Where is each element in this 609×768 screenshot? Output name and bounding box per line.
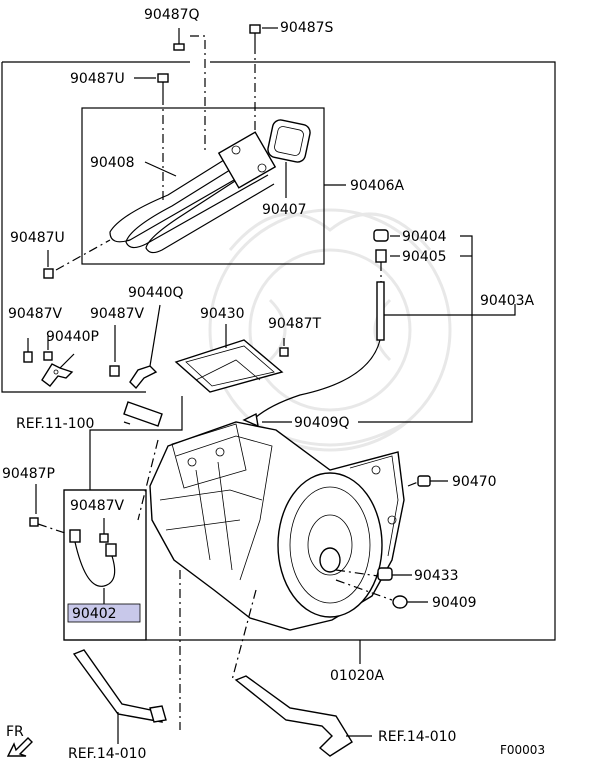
bolt-90487Q (173, 28, 206, 150)
label-ref14-left: REF.14-010 (68, 746, 146, 762)
assy-box-90406A (81, 107, 325, 265)
label-90404: 90404 (402, 229, 447, 245)
label-90440P: 90440P (46, 329, 99, 345)
label-90487S: 90487S (280, 20, 334, 36)
label-90487U-top: 90487U (70, 71, 125, 87)
label-90408: 90408 (90, 155, 135, 171)
bracket-90440P (23, 336, 75, 387)
label-90470: 90470 (452, 474, 497, 490)
left-frame (1, 61, 146, 393)
label-ref11-100: REF.11-100 (16, 416, 94, 432)
ref11-part (123, 401, 163, 427)
harness-90408 (109, 131, 277, 254)
arrow-down-left-icon (6, 737, 33, 757)
label-90440Q: 90440Q (128, 285, 184, 301)
label-90409Q: 90409Q (294, 415, 350, 431)
label-90487V-left: 90487V (8, 306, 63, 322)
seal-90433 (377, 567, 412, 581)
oring-90409 (392, 595, 428, 609)
label-90487V-mid: 90487V (90, 306, 145, 322)
label-ref14-right: REF.14-010 (378, 729, 456, 745)
dash-housing-right (231, 589, 257, 681)
label-01020A: 01020A (330, 668, 385, 684)
cable-90402 (29, 484, 117, 604)
dash-housing-left (137, 439, 159, 521)
label-90407: 90407 (262, 202, 307, 218)
dash-90470 (407, 481, 419, 487)
label-90487Q: 90487Q (144, 7, 200, 23)
label-90403A: 90403A (480, 293, 535, 309)
plug-90470 (417, 475, 448, 487)
bracket-90440Q (109, 304, 161, 390)
watermark-emblem (208, 208, 452, 452)
label-90487P: 90487P (2, 466, 55, 482)
bolt-90487S (249, 24, 278, 150)
label-90402: 90402 (72, 606, 117, 622)
label-90406A: 90406A (350, 178, 405, 194)
label-90405: 90405 (402, 249, 447, 265)
hose-right (234, 675, 372, 757)
label-fr: FR (6, 724, 24, 740)
figure-code: F00003 (500, 743, 545, 757)
ref11-bracket (89, 396, 183, 490)
label-90433: 90433 (414, 568, 459, 584)
hose-left (72, 649, 167, 744)
label-90487U-left: 90487U (10, 230, 65, 246)
label-90487T: 90487T (268, 316, 322, 332)
sensor-90403A (242, 229, 516, 428)
label-90409: 90409 (432, 595, 477, 611)
oil-pan-90430 (174, 324, 284, 393)
transaxle-01020A (149, 421, 405, 631)
label-90430: 90430 (200, 306, 245, 322)
gasket-90407 (267, 119, 311, 198)
bolt-90487T (279, 338, 289, 357)
label-90487V-inner: 90487V (70, 498, 125, 514)
bolt-90487U-left (43, 239, 111, 279)
callout-90402-highlight (67, 603, 141, 623)
bolt-90487U-top (134, 73, 169, 200)
assy-box-90402 (63, 489, 147, 641)
dash-90433 (335, 569, 379, 577)
